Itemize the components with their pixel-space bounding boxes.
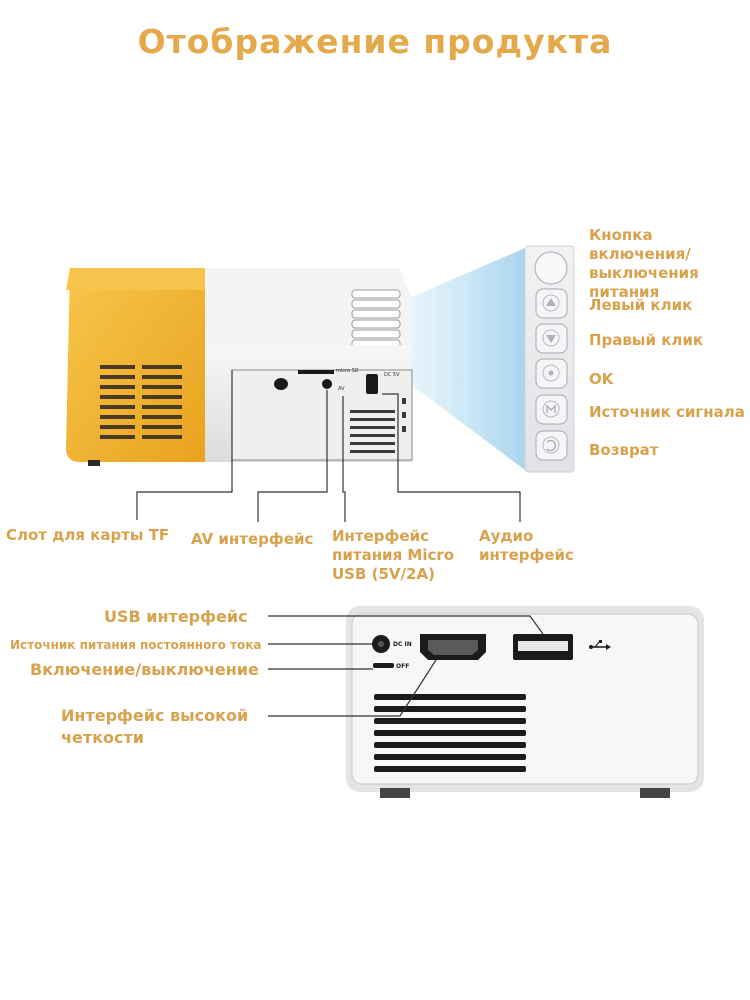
- microsd-mark: micro SD: [336, 368, 359, 374]
- right-click-button[interactable]: [535, 323, 568, 354]
- callout-micro-usb: Интерфейс питания Micro USB (5V/2A): [332, 527, 455, 583]
- callout-switch: Включение/выключение: [30, 660, 259, 679]
- callout-right-click: Правый клик: [589, 331, 704, 349]
- callout-ok: OK: [589, 370, 614, 388]
- callout-power-button: Кнопка включения/ выключения питания: [589, 226, 699, 301]
- usb-icon: [589, 640, 611, 650]
- left-click-button[interactable]: [535, 288, 568, 319]
- left-arrow-icon: [546, 298, 556, 306]
- callout-back: Возврат: [589, 441, 659, 459]
- callout-source: Источник сигнала: [589, 403, 745, 421]
- off-mark: OFF: [396, 663, 409, 670]
- right-arrow-icon: [546, 335, 556, 343]
- ok-icon: [548, 370, 554, 376]
- source-icon: [546, 404, 556, 413]
- back-button[interactable]: [535, 430, 568, 461]
- page-title: Отображение продукта: [137, 22, 613, 61]
- light-beam: [405, 248, 525, 470]
- ok-button[interactable]: [535, 358, 568, 389]
- callout-audio: Аудио интерфейс: [479, 527, 574, 564]
- top-callout-lines: [136, 370, 521, 522]
- callout-left-click: Левый клик: [589, 296, 693, 314]
- callout-av: AV интерфейс: [191, 530, 314, 548]
- dc-in-mark: DC IN: [393, 641, 412, 648]
- callout-usb: USB интерфейс: [104, 607, 248, 626]
- av-mark: AV: [338, 386, 345, 392]
- rear-callout-lines: [268, 615, 544, 717]
- panel-buttons: [534, 251, 568, 461]
- callout-hdmi: Интерфейс высокой четкости: [61, 706, 249, 747]
- callout-tf-slot: Слот для карты TF: [6, 526, 170, 544]
- callout-dc-power: Источник питания постоянного тока: [10, 638, 262, 652]
- projector-rear-view: [346, 606, 704, 798]
- projector-top-view: [66, 268, 413, 466]
- power-button[interactable]: [534, 251, 568, 285]
- source-button[interactable]: [535, 394, 568, 425]
- back-icon: [546, 439, 557, 452]
- dc5v-mark: DC 5V: [384, 372, 400, 378]
